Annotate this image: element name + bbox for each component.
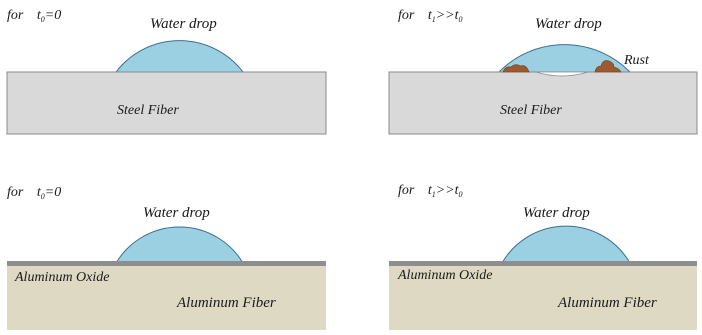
substrate-label: Aluminum Fiber — [176, 295, 276, 311]
panel-steel-t1: Water drop Rust Steel Fiber for t1>>t0 — [388, 8, 698, 135]
water-drop — [501, 225, 631, 264]
cond-var: t — [37, 8, 42, 23]
cond-rhs: t — [455, 8, 460, 23]
cond-rhs-sub: 0 — [459, 190, 463, 199]
time-condition: for t0=0 — [7, 8, 61, 24]
oxide-layer — [7, 261, 326, 266]
cond-sub: 1 — [432, 15, 436, 24]
cond-rel: = — [45, 8, 54, 23]
rust-deposit-left — [502, 64, 530, 73]
steel-substrate — [6, 71, 327, 135]
cond-prefix: for — [7, 185, 24, 200]
drop-label: Water drop — [150, 16, 217, 32]
cond-rel: >> — [436, 8, 455, 23]
cond-var: t — [37, 185, 42, 200]
rust-label: Rust — [623, 53, 650, 68]
panel-aluminum-t0: Water drop Aluminum Oxide Aluminum Fiber… — [7, 185, 326, 330]
cond-rhs: 0 — [54, 8, 61, 23]
cond-rel: = — [45, 185, 54, 200]
cond-sub: 1 — [432, 190, 436, 199]
corrosion-pit — [535, 71, 589, 77]
oxide-label: Aluminum Oxide — [14, 270, 109, 285]
cond-prefix: for — [398, 8, 415, 23]
steel-substrate — [388, 71, 698, 135]
drop-label: Water drop — [535, 16, 602, 32]
oxide-label: Aluminum Oxide — [397, 268, 492, 283]
cond-prefix: for — [7, 8, 24, 23]
cond-rhs-sub: 0 — [459, 15, 463, 24]
aluminum-substrate — [7, 264, 326, 330]
panel-steel-t0: Water drop Steel Fiber for t0=0 — [6, 8, 327, 135]
rust-deposit-right — [594, 60, 622, 73]
cond-rel: >> — [436, 183, 455, 198]
time-condition: for t0=0 — [7, 185, 61, 201]
cond-sub: 0 — [41, 15, 45, 24]
substrate-label: Steel Fiber — [117, 103, 179, 118]
drop-label: Water drop — [523, 205, 590, 221]
oxide-layer — [389, 261, 697, 266]
cond-rhs: t — [455, 183, 460, 198]
cond-var: t — [428, 8, 433, 23]
aluminum-substrate — [389, 264, 697, 330]
substrate-label: Aluminum Fiber — [557, 295, 657, 311]
cond-rhs: 0 — [54, 185, 61, 200]
cond-prefix: for — [398, 183, 415, 198]
water-drop — [114, 40, 245, 73]
drop-label: Water drop — [143, 205, 210, 221]
cond-sub: 0 — [41, 192, 45, 201]
panel-aluminum-t1: Water drop Aluminum Oxide Aluminum Fiber… — [389, 183, 697, 330]
water-drop — [497, 44, 632, 73]
substrate-label: Steel Fiber — [500, 103, 562, 118]
time-condition: for t1>>t0 — [398, 8, 463, 24]
water-drop — [115, 226, 244, 264]
time-condition: for t1>>t0 — [398, 183, 463, 199]
cond-var: t — [428, 183, 433, 198]
